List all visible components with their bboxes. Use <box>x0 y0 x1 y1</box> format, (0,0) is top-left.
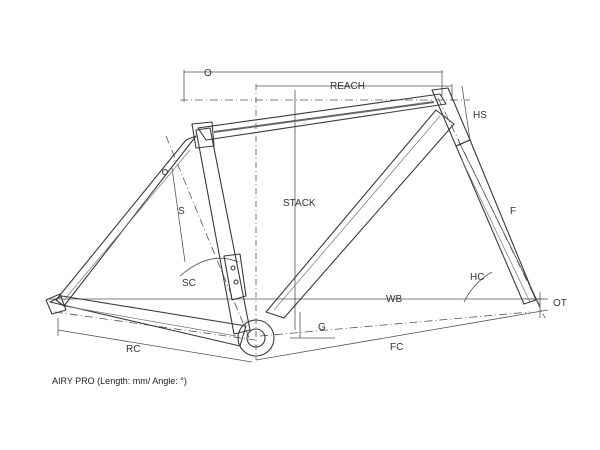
fork-blade <box>455 139 537 305</box>
f-dimension-line <box>457 139 541 307</box>
top-tube-cable <box>213 101 435 133</box>
label-hc: HC <box>470 272 484 283</box>
label-ot: OT <box>553 298 567 309</box>
rear-axle-bb-line <box>54 311 256 341</box>
label-wb: WB <box>386 294 402 305</box>
label-fc: FC <box>390 342 403 353</box>
label-rc: RC <box>126 344 140 355</box>
fc-dimension-line <box>255 309 549 361</box>
fork-inner <box>461 159 531 303</box>
label-reach: REACH <box>330 81 365 92</box>
chain-stay-inner <box>63 305 237 337</box>
seatstay-bridge <box>161 168 169 176</box>
label-s: S <box>178 206 185 217</box>
seat-stay <box>55 135 197 307</box>
seat-stay-inner <box>63 149 191 301</box>
bottom-bracket-bearing <box>246 328 266 348</box>
frame <box>45 87 537 357</box>
label-o: O <box>204 68 212 79</box>
down-tube <box>265 109 455 319</box>
seat-tube <box>195 127 251 335</box>
sc-angle-arc <box>179 257 239 277</box>
seat-clamp <box>191 121 215 149</box>
bottom-bracket-shell <box>237 319 275 357</box>
label-stack: STACK <box>283 198 316 209</box>
chain-stay <box>49 295 247 347</box>
label-hs: HS <box>473 110 487 121</box>
hc-angle-arc <box>463 271 493 303</box>
label-f: F <box>510 206 516 217</box>
s-dimension-line <box>171 167 186 263</box>
label-g: G <box>318 322 326 333</box>
dimension-labels: O REACH HS STACK S F SC HC WB OT G RC FC <box>126 68 567 355</box>
down-tube-edge <box>273 115 441 311</box>
diagram-caption: AIRY PRO (Length: mm/ Angle: °) <box>52 376 187 386</box>
rear-dropout <box>45 293 67 315</box>
label-sc: SC <box>182 278 196 289</box>
derailleur-mount <box>223 253 247 301</box>
bb-front-axle-line <box>259 311 531 337</box>
seat-tube-axis <box>165 135 251 341</box>
rc-dimension-line <box>57 329 253 363</box>
bolt-2 <box>233 279 239 285</box>
head-tube <box>431 87 471 147</box>
bolt-1 <box>230 265 236 271</box>
hs-dimension-line <box>461 85 471 141</box>
top-tube <box>197 93 447 141</box>
